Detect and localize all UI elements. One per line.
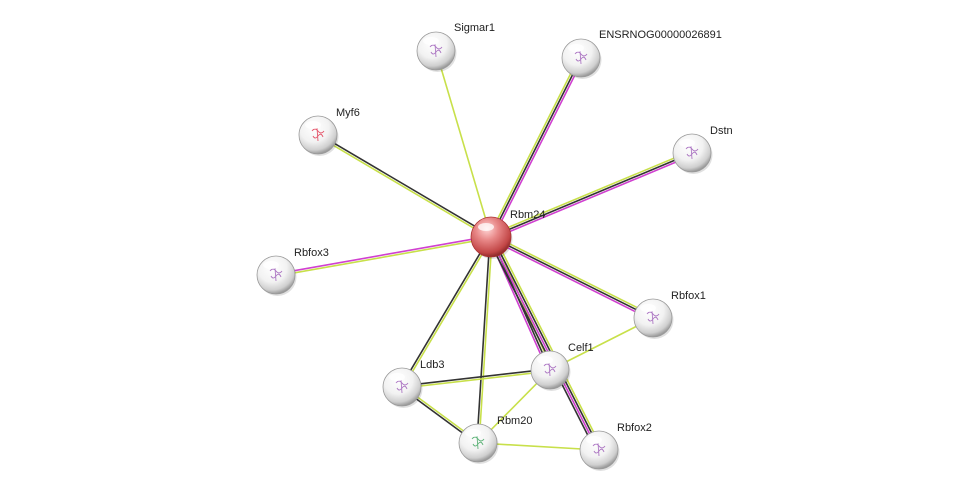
node-sphere	[470, 216, 512, 258]
edge-strand	[477, 442, 600, 451]
node-label: ENSRNOG00000026891	[599, 29, 722, 41]
node-highlight	[640, 304, 656, 312]
edge-rbm24-sigmar1[interactable]	[435, 50, 492, 238]
node-rbm24[interactable]: Rbm24	[470, 209, 545, 259]
protein-structure-icon	[543, 362, 557, 377]
node-label: Sigmar1	[454, 22, 495, 34]
protein-structure-icon	[269, 267, 283, 282]
node-rbfox1[interactable]: Rbfox1	[633, 290, 706, 339]
node-label: Rbm24	[510, 209, 545, 221]
node-celf1[interactable]: Celf1	[530, 342, 594, 391]
edge-rbm24-dstn[interactable]	[489, 150, 694, 240]
protein-structure-icon	[574, 50, 588, 65]
edge-strand	[489, 236, 599, 452]
node-label: Rbfox3	[294, 247, 329, 259]
node-rbfox2[interactable]: Rbfox2	[579, 422, 652, 471]
node-label: Ldb3	[420, 359, 444, 371]
edge-rbm20-rbfox2[interactable]	[477, 442, 600, 451]
node-highlight	[679, 139, 695, 147]
node-ensrnog00000026891[interactable]: ENSRNOG00000026891	[561, 29, 722, 79]
node-label: Myf6	[336, 107, 360, 119]
protein-structure-icon	[471, 435, 485, 450]
node-label: Rbfox2	[617, 422, 652, 434]
protein-structure-icon	[429, 43, 443, 58]
node-highlight	[263, 261, 279, 269]
edge-rbm24-ldb3[interactable]	[400, 235, 493, 389]
node-dstn[interactable]: Dstn	[672, 125, 733, 174]
edge-strand	[490, 152, 693, 238]
edge-strand	[402, 236, 493, 389]
node-highlight	[305, 121, 321, 129]
edge-strand	[401, 368, 551, 387]
node-sphere	[672, 133, 712, 173]
edge-strand	[275, 235, 492, 275]
edge-strand	[491, 235, 601, 451]
node-sigmar1[interactable]: Sigmar1	[416, 22, 495, 72]
node-sphere	[633, 298, 673, 338]
node-myf6[interactable]: Myf6	[298, 107, 360, 156]
protein-structure-icon	[685, 145, 699, 160]
edge-strand	[490, 236, 654, 319]
node-sphere	[382, 367, 422, 407]
edge-strand	[435, 50, 492, 238]
node-highlight	[568, 44, 584, 52]
edge-celf1-ldb3[interactable]	[401, 368, 551, 389]
edge-strand	[401, 370, 551, 389]
edge-rbm24-ensrnog00000026891[interactable]	[488, 56, 584, 239]
edge-strand	[400, 235, 491, 388]
node-layer: Rbm24 Sigmar1ENSRNOG00000026891Myf6DstnRb…	[256, 22, 733, 471]
node-sphere	[561, 38, 601, 78]
edge-strand	[478, 236, 493, 444]
node-sphere	[416, 31, 456, 71]
node-highlight	[586, 436, 602, 444]
node-sphere	[256, 255, 296, 295]
edge-strand	[275, 237, 492, 277]
node-label: Dstn	[710, 125, 733, 137]
edge-strand	[492, 58, 584, 239]
edge-strand	[488, 56, 580, 237]
protein-structure-icon	[395, 379, 409, 394]
edge-strand	[491, 234, 655, 317]
edge-rbm24-rbfox2[interactable]	[487, 234, 603, 453]
node-label: Celf1	[568, 342, 594, 354]
edge-strand	[490, 57, 582, 238]
edge-layer	[275, 50, 694, 453]
node-sphere	[579, 430, 619, 470]
node-highlight	[423, 37, 439, 45]
edge-strand	[487, 237, 597, 453]
node-sphere	[298, 115, 338, 155]
edge-strand	[317, 133, 493, 237]
node-label: Rbfox1	[671, 290, 706, 302]
node-rbfox3[interactable]: Rbfox3	[256, 247, 329, 296]
protein-structure-icon	[646, 310, 660, 325]
edge-strand	[489, 150, 692, 236]
edge-rbm24-myf6[interactable]	[316, 133, 493, 239]
edge-strand	[491, 154, 694, 240]
edge-strand	[316, 135, 492, 239]
edge-rbm24-rbm20[interactable]	[476, 236, 493, 444]
node-sphere	[458, 423, 498, 463]
edge-rbm24-rbfox1[interactable]	[489, 234, 655, 321]
protein-structure-icon	[592, 442, 606, 457]
node-sphere	[530, 350, 570, 390]
edge-rbm24-rbfox3[interactable]	[275, 235, 492, 277]
node-ldb3[interactable]: Ldb3	[382, 359, 444, 408]
node-highlight	[389, 373, 405, 381]
node-label: Rbm20	[497, 415, 532, 427]
edge-strand	[476, 236, 491, 444]
node-highlight	[537, 356, 553, 364]
node-rbm20[interactable]: Rbm20	[458, 415, 532, 464]
edge-strand	[493, 234, 603, 450]
protein-structure-icon	[311, 127, 325, 142]
node-highlight	[465, 429, 481, 437]
edge-strand	[489, 238, 653, 321]
node-highlight	[478, 223, 494, 231]
